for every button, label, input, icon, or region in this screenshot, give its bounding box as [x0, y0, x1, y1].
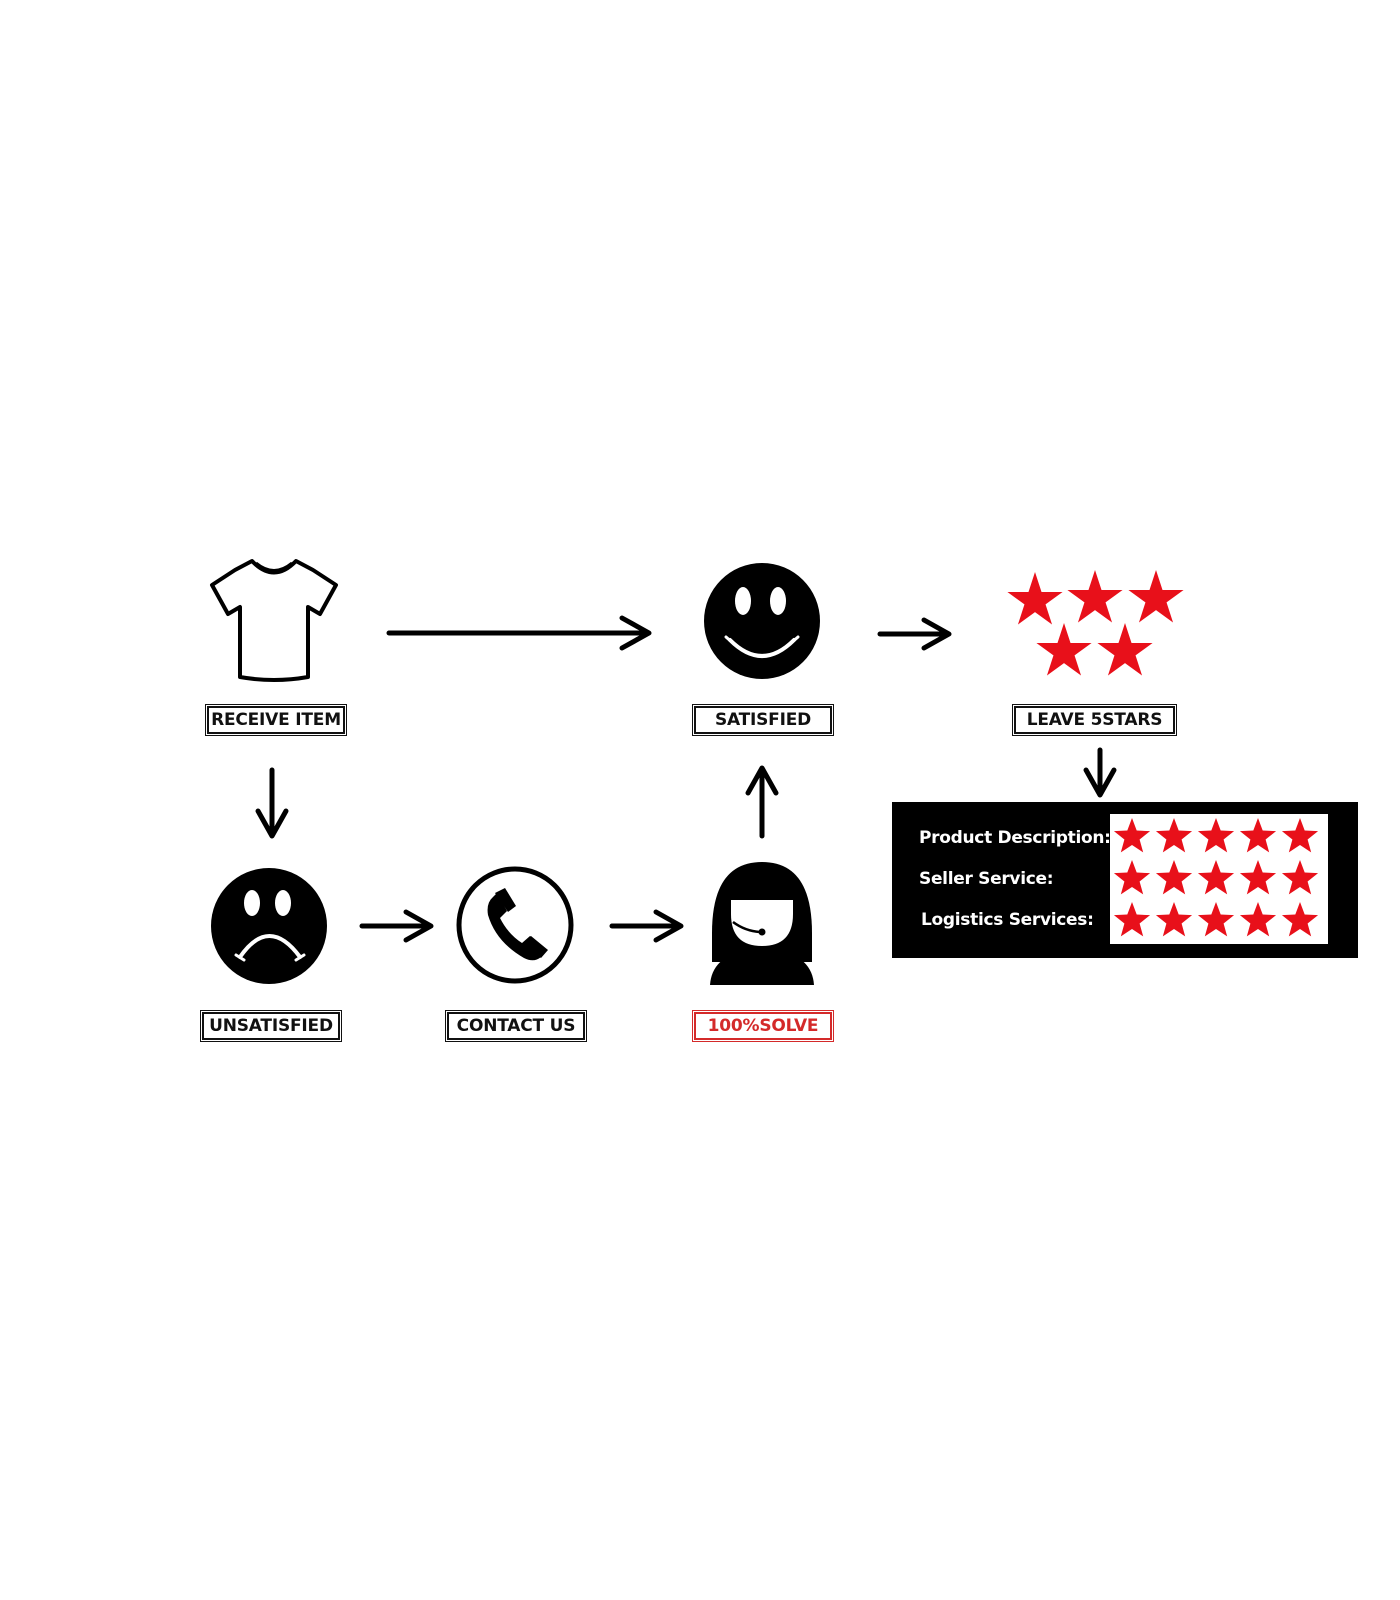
rating-star — [1197, 860, 1235, 895]
rating-star — [1281, 860, 1319, 895]
unsatisfied-label: UNSATISFIED — [200, 1010, 342, 1042]
rating-star — [1197, 818, 1235, 853]
rating-star — [1113, 902, 1151, 937]
satisfied-label: SATISFIED — [692, 704, 834, 736]
receive-item-label: RECEIVE ITEM — [205, 704, 347, 736]
phone-icon — [456, 866, 574, 984]
rating-star — [1281, 818, 1319, 853]
arrow-receive-to-satisfied — [386, 615, 652, 651]
support-agent-icon — [710, 862, 814, 985]
arrow-solve-to-satisfied — [745, 765, 779, 839]
rating-label-product-description: Product Description: — [919, 828, 1111, 848]
rating-stars-box — [1110, 814, 1328, 944]
rating-label-seller-service: Seller Service: — [919, 869, 1054, 889]
leave-5stars-label: LEAVE 5STARS — [1012, 704, 1177, 736]
arrow-satisfied-to-stars — [877, 617, 952, 651]
rating-star — [1113, 860, 1151, 895]
rating-star — [1113, 818, 1151, 853]
rating-star — [1239, 860, 1277, 895]
flow-arrows — [255, 615, 1117, 943]
rating-star — [1155, 860, 1193, 895]
contact-us-label: CONTACT US — [445, 1010, 587, 1042]
rating-star — [1239, 818, 1277, 853]
arrow-unsatisfied-to-contact — [359, 909, 434, 943]
arrow-stars-to-rating-panel — [1083, 747, 1117, 798]
rating-label-logistics-services: Logistics Services: — [921, 910, 1094, 930]
rating-star — [1281, 902, 1319, 937]
sad-face-icon — [211, 868, 327, 984]
arrow-contact-to-solve — [609, 909, 684, 943]
solve-label: 100%SOLVE — [692, 1010, 834, 1042]
t-shirt-icon — [210, 559, 338, 682]
five-stars-icon — [1007, 570, 1184, 676]
rating-star — [1155, 818, 1193, 853]
rating-panel: Product Description: Seller Service: Log… — [892, 802, 1358, 958]
rating-stars-graphic — [1113, 818, 1319, 937]
arrow-receive-to-unsatisfied — [255, 767, 289, 839]
rating-star — [1197, 902, 1235, 937]
rating-star — [1155, 902, 1193, 937]
happy-face-icon — [704, 563, 820, 679]
rating-star — [1239, 902, 1277, 937]
